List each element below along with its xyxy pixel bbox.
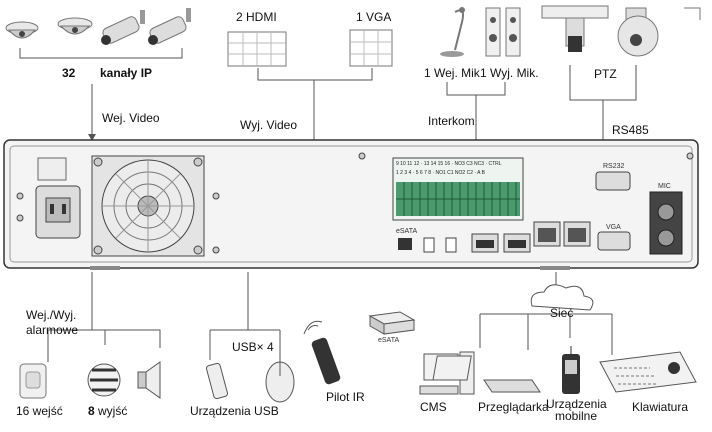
usb-drive-icon xyxy=(206,362,228,400)
mic-in-label: 1 Wej. Mik xyxy=(424,66,480,80)
ir-remote-icon xyxy=(303,320,341,385)
cms-label: CMS xyxy=(420,400,447,414)
mic-port-label: MIC xyxy=(658,183,671,190)
laptop-icon xyxy=(432,355,541,393)
usb-devices-label: Urządzenia USB xyxy=(190,404,279,418)
video-out-label: Wyj. Video xyxy=(240,118,298,132)
bullet-camera-icon-2 xyxy=(148,8,191,45)
esata-device-label: eSATA xyxy=(378,337,400,344)
intercom-label: Interkom xyxy=(428,114,475,128)
alarm-light-icon xyxy=(87,363,121,397)
dome-camera-icon xyxy=(5,21,39,39)
browser-label: Przeglądarka xyxy=(478,400,549,414)
nvr-rear-panel xyxy=(3,139,699,270)
dome-camera-icon-2 xyxy=(57,17,93,35)
mic-out-label: 1 Wyj. Mik. xyxy=(480,66,539,80)
vga-count-label: 1 VGA xyxy=(356,10,392,24)
esata-port-label: eSATA xyxy=(396,228,418,235)
esata-drive-icon xyxy=(368,311,416,335)
outputs-word-label: wyjść xyxy=(98,404,128,418)
inputs-label: 16 wejść xyxy=(16,404,63,418)
speaker-icon xyxy=(485,7,521,57)
ir-remote-label: Pilot IR xyxy=(326,390,365,404)
video-in-label: Wej. Video xyxy=(102,111,160,125)
microphone-icon xyxy=(440,7,465,57)
alarm-terminal-bottom-row: 1 2 3 4 · 5 6 7 8 · NO1 C1 NO2 C2 · A B xyxy=(396,170,485,176)
ptz-label: PTZ xyxy=(594,67,617,81)
mobile-label: Urządzenia mobilne xyxy=(546,397,607,423)
speed-dome-icon xyxy=(617,7,701,57)
siren-icon xyxy=(137,361,161,399)
vga-monitor-icon xyxy=(349,29,393,67)
alarm-sensor-icon xyxy=(19,363,47,399)
alarm-terminal-top-row: 9 10 11 12 · 13 14 15 16 · NO3 C3 NC3 · … xyxy=(396,161,502,167)
usb-count-label: USB× 4 xyxy=(232,340,274,354)
network-label: Sieć xyxy=(550,306,574,320)
ptz-controller-icon xyxy=(541,5,609,52)
bullet-camera-icon xyxy=(101,10,145,45)
outputs-count-label: 8 xyxy=(88,404,95,418)
hdmi-count-label: 2 HDMI xyxy=(236,10,277,24)
rs232-port-label: RS232 xyxy=(603,163,625,170)
hdmi-monitor-icon xyxy=(227,31,287,67)
keyboard-label: Klawiatura xyxy=(632,400,689,414)
alarm-io-label: Wej./Wyj. alarmowe xyxy=(26,308,79,337)
ip-channels-label: kanały IP xyxy=(100,66,153,80)
rs485-label: RS485 xyxy=(612,123,649,137)
network-cloud-icon xyxy=(530,284,594,311)
mobile-phone-icon xyxy=(562,346,580,394)
ip-count-label: 32 xyxy=(62,66,76,80)
keyboard-controller-icon xyxy=(599,351,697,393)
vga-port-label: VGA xyxy=(606,224,621,231)
mouse-icon xyxy=(265,361,295,403)
